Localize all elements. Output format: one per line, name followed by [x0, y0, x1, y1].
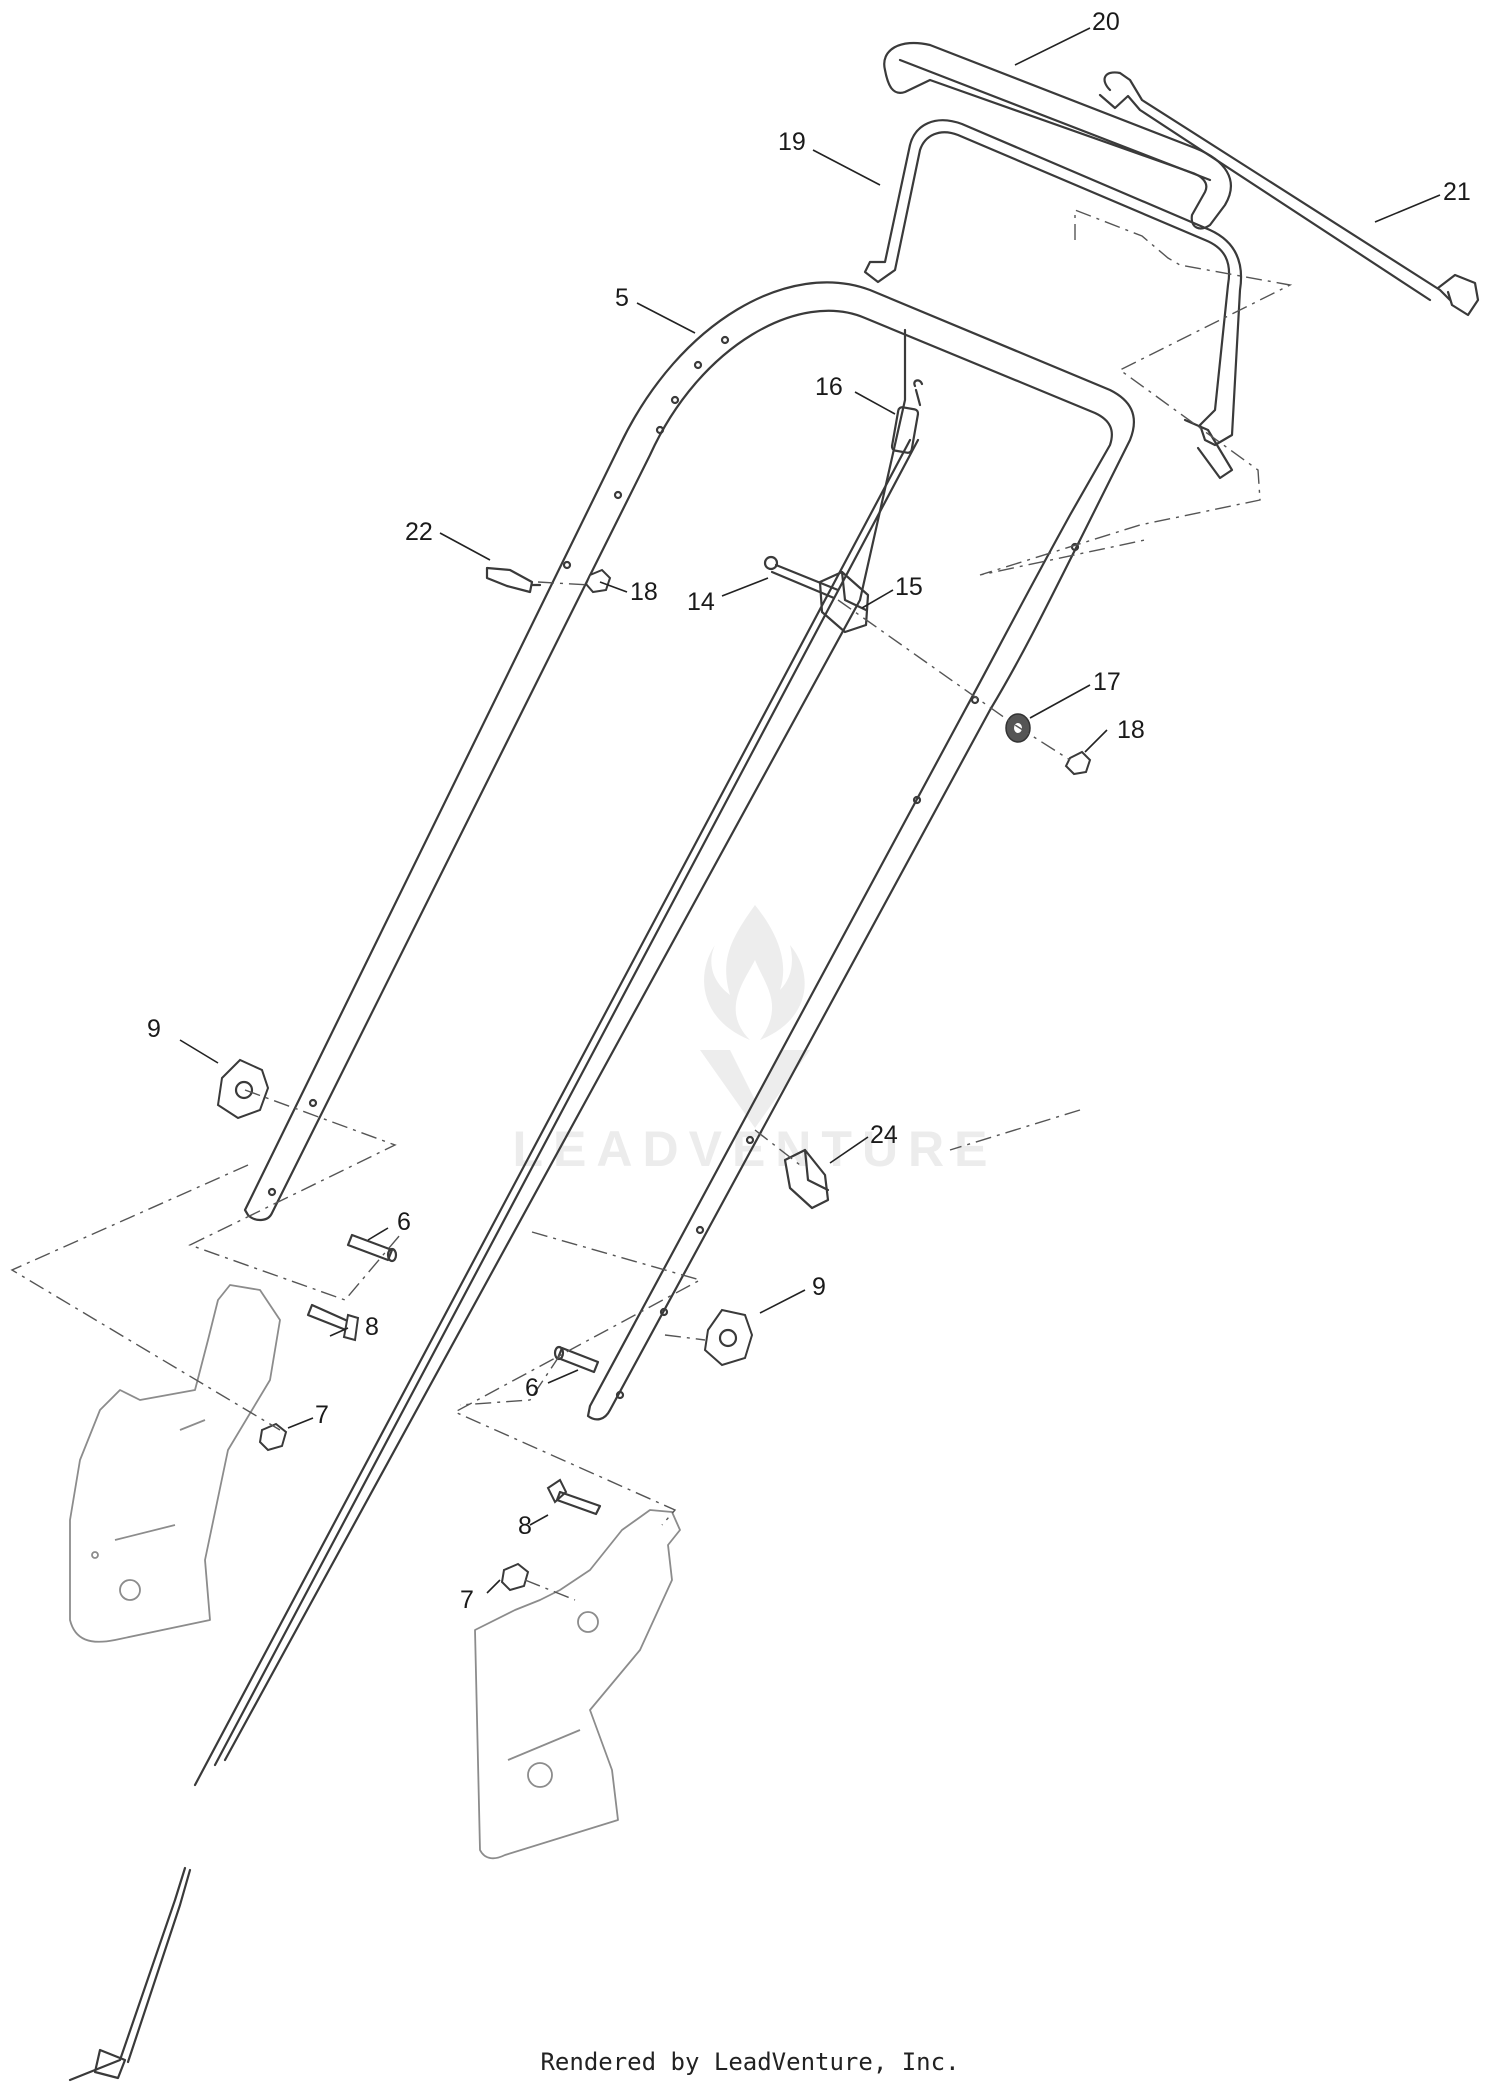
right-mount-bracket: [474, 1509, 681, 1860]
part-8-bolt-left: [306, 1303, 360, 1342]
callout-14: 14: [687, 588, 715, 616]
part-8-bolt-right: [546, 1478, 602, 1516]
part-18-nut-left: [584, 568, 612, 594]
callout-6-right: 6: [525, 1374, 539, 1402]
part-24-cable-clip: [783, 1148, 830, 1210]
callout-5: 5: [615, 284, 629, 312]
left-mount-bracket: [69, 1284, 281, 1643]
part-18-nut-right: [1064, 750, 1092, 776]
callout-7-right: 7: [460, 1586, 474, 1614]
callout-21: 21: [1443, 178, 1471, 206]
callout-labels: 20 19 21 5 16 22 18 14 15 17 18 9 24 6 8…: [147, 8, 1471, 1614]
assembly-reference-lines: [10, 208, 1293, 1601]
callout-9-left: 9: [147, 1015, 161, 1043]
callout-24: 24: [870, 1121, 898, 1149]
callout-8-right: 8: [518, 1512, 532, 1540]
callout-8-left: 8: [365, 1313, 379, 1341]
callout-18-right: 18: [1117, 716, 1145, 744]
control-cable: [68, 328, 920, 2082]
callout-7-left: 7: [315, 1401, 329, 1429]
callout-19: 19: [778, 128, 806, 156]
part-21-control-rod: [1098, 71, 1480, 317]
part-22-clip: [485, 566, 542, 594]
part-9-knob-right: [703, 1308, 754, 1367]
part-15-bracket: [818, 570, 870, 634]
part-7-nut-right: [500, 1562, 530, 1592]
part-6-pin-left: [346, 1233, 398, 1263]
part-7-nut-left: [258, 1422, 288, 1452]
watermark-text: LEADVENTURE: [512, 1121, 998, 1177]
part-9-knob-left: [216, 1058, 270, 1120]
part-5-handle-frame: [243, 281, 1135, 1421]
part-19-bail-bar: [863, 119, 1243, 480]
leader-lines: [179, 27, 1441, 1594]
callout-22: 22: [405, 518, 433, 546]
callout-16: 16: [815, 373, 843, 401]
callout-18-left: 18: [630, 578, 658, 606]
part-6-pin-right: [553, 1345, 600, 1374]
part-20-grip-bar: [883, 41, 1232, 230]
part-14-bolt: [763, 555, 840, 600]
callout-17: 17: [1093, 668, 1121, 696]
part-17-washer: [1005, 713, 1031, 743]
callout-15: 15: [895, 573, 923, 601]
callout-9-right: 9: [812, 1273, 826, 1301]
part-16-spring: [890, 379, 924, 454]
footer-credit: Rendered by LeadVenture, Inc.: [540, 2048, 960, 2076]
watermark-logo-icon: [700, 905, 810, 1128]
callout-20: 20: [1092, 8, 1120, 36]
callout-6-left: 6: [397, 1208, 411, 1236]
